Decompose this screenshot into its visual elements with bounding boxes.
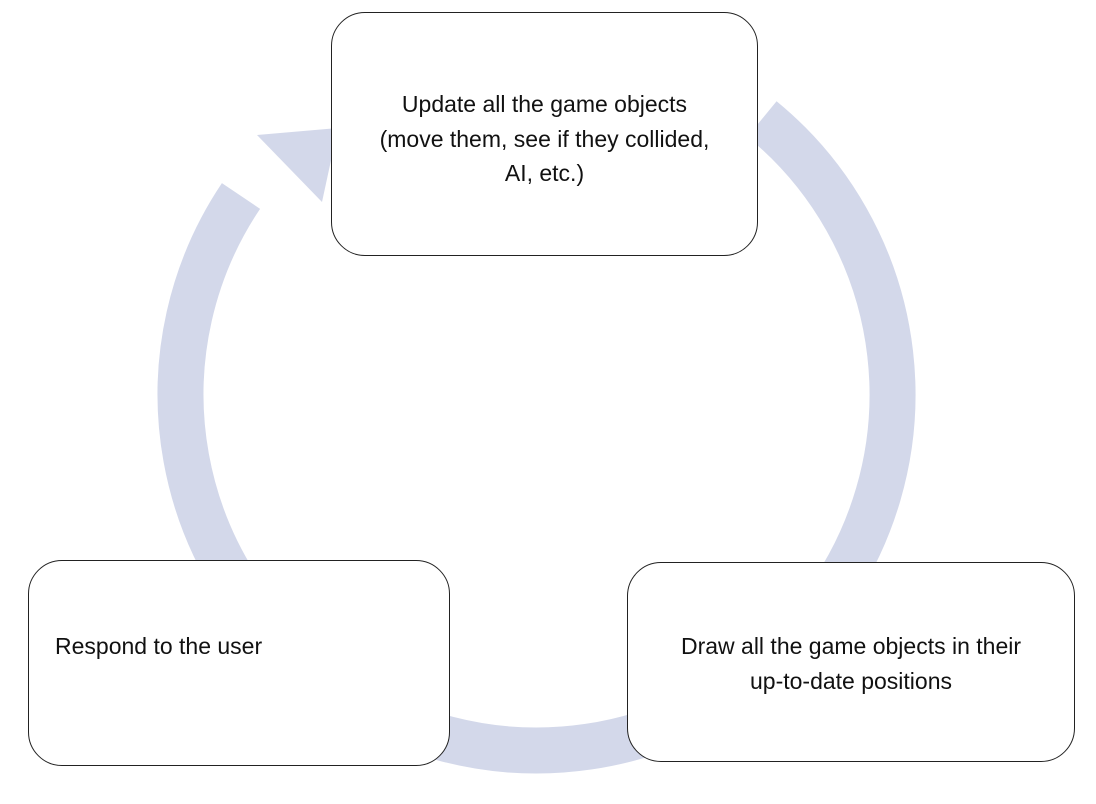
respond-to-user-box: Respond to the user — [28, 560, 450, 766]
cycle-ring — [157, 101, 916, 774]
update-game-objects-box: Update all the game objects (move them, … — [331, 12, 758, 256]
cycle-arrowhead — [257, 128, 338, 202]
respond-to-user-text: Respond to the user — [55, 633, 263, 659]
update-game-objects-text: Update all the game objects (move them, … — [379, 91, 710, 186]
draw-game-objects-text: Draw all the game objects in their up-to… — [680, 633, 1022, 694]
draw-game-objects-box: Draw all the game objects in their up-to… — [627, 562, 1075, 762]
